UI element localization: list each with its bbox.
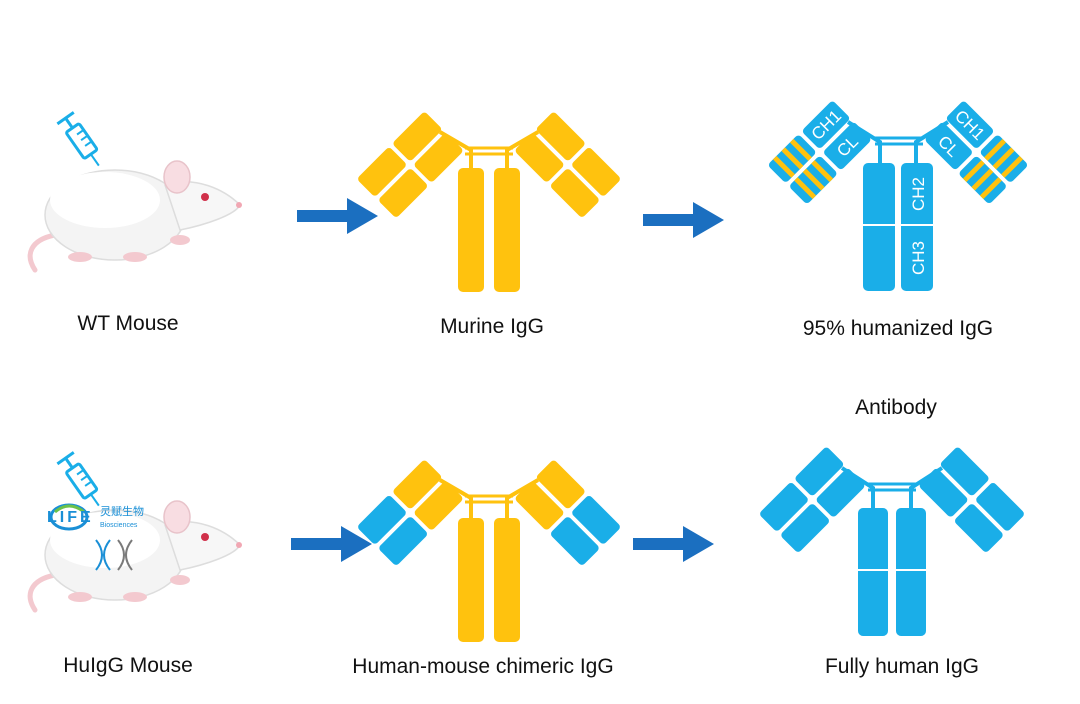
humanized-igg-label: 95% humanized IgG [803,317,993,340]
huigg-mouse: LIFE 灵赋生物 Biosciences [30,450,242,610]
domain-label-ch3: CH3 [909,241,928,275]
antibody-annotation: Antibody [855,396,937,419]
wt-mouse-label: WT Mouse [77,312,178,335]
humanized-igg-antibody: CH2 CH3 CH1 CL [768,101,1028,291]
logo-brand: LIFE [47,509,94,526]
murine-igg-label: Murine IgG [440,315,544,338]
syringe-icon [55,450,109,513]
arrow-right-icon [643,202,724,238]
wt-mouse [30,110,242,270]
fully-human-igg-antibody [760,447,1024,636]
dna-icon [95,539,133,571]
life-biosciences-logo: LIFE 灵赋生物 Biosciences [47,503,144,571]
arrow-right-icon [297,198,378,234]
murine-igg-antibody [358,112,620,292]
logo-cn-name: 灵赋生物 [100,504,144,518]
domain-label-ch2: CH2 [909,177,928,211]
logo-tagline: Biosciences [100,522,138,529]
arrow-right-icon [291,526,372,562]
fully-human-igg-label: Fully human IgG [825,655,979,678]
huigg-mouse-label: HuIgG Mouse [63,654,193,677]
syringe-icon [55,110,109,173]
chimeric-igg-antibody [358,460,620,642]
arrow-right-icon [633,526,714,562]
mouse-icon [30,161,242,270]
chimeric-igg-label: Human-mouse chimeric IgG [352,655,613,678]
